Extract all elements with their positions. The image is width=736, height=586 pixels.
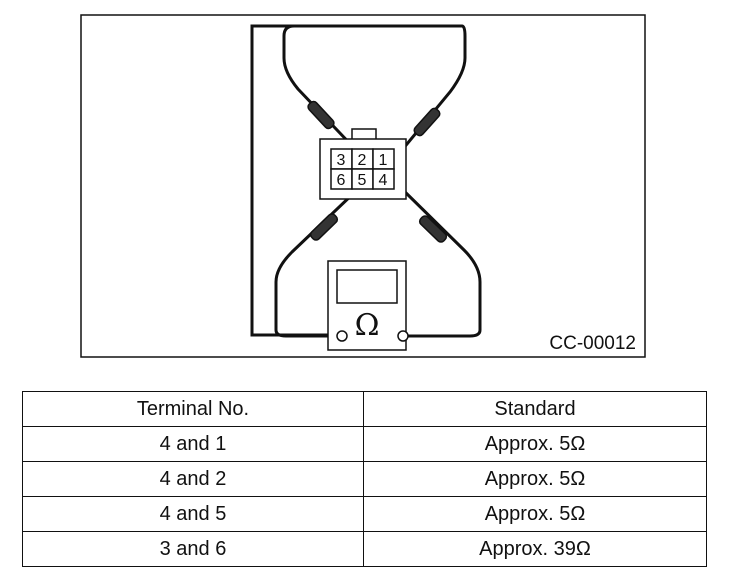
table-row: 4 and 2 Approx. 5Ω — [22, 461, 707, 497]
terminal-cell: 4 and 2 — [22, 461, 364, 497]
ohmmeter-display — [336, 269, 398, 304]
probe-lower-right — [418, 215, 448, 243]
figure-code: CC-00012 — [549, 333, 636, 354]
terminal-cell: 3 and 6 — [22, 531, 364, 567]
terminal-cell: 4 and 1 — [22, 426, 364, 462]
probe-upper-left — [307, 100, 335, 130]
ohmmeter-right-terminal — [397, 330, 409, 342]
terminal-2-label: 2 — [358, 152, 367, 169]
standard-cell: Approx. 5Ω — [363, 461, 707, 497]
terminal-6-label: 6 — [337, 172, 346, 189]
terminal-3-label: 3 — [337, 152, 346, 169]
standard-cell: Approx. 39Ω — [363, 531, 707, 567]
lower-right-wire — [400, 187, 482, 338]
table-row: 4 and 5 Approx. 5Ω — [22, 496, 707, 532]
standard-cell: Approx. 5Ω — [363, 496, 707, 532]
ohmmeter-left-terminal — [336, 330, 348, 342]
terminal-4-label: 4 — [379, 172, 388, 189]
connector: 3 2 1 6 5 4 — [319, 128, 407, 200]
ohmmeter: Ω — [327, 260, 409, 351]
probe-upper-right — [413, 107, 441, 137]
header-terminal-no: Terminal No. — [22, 391, 364, 427]
table-row: 3 and 6 Approx. 39Ω — [22, 531, 707, 567]
probe-lower-left — [309, 213, 339, 241]
standard-cell: Approx. 5Ω — [363, 426, 707, 462]
table-header-row: Terminal No. Standard — [22, 391, 707, 427]
resistance-spec-table: Terminal No. Standard 4 and 1 Approx. 5Ω… — [22, 391, 707, 567]
lower-left-wire — [274, 188, 359, 338]
terminal-1-label: 1 — [379, 152, 388, 169]
inner-wire — [282, 24, 452, 153]
header-standard: Standard — [363, 391, 707, 427]
terminal-cell: 4 and 5 — [22, 496, 364, 532]
outer-wire — [250, 24, 467, 337]
table-row: 4 and 1 Approx. 5Ω — [22, 426, 707, 462]
wiring-diagram: 3 2 1 6 5 4 Ω CC-00012 — [80, 14, 646, 358]
ohm-symbol: Ω — [355, 308, 380, 343]
terminal-5-label: 5 — [358, 172, 367, 189]
